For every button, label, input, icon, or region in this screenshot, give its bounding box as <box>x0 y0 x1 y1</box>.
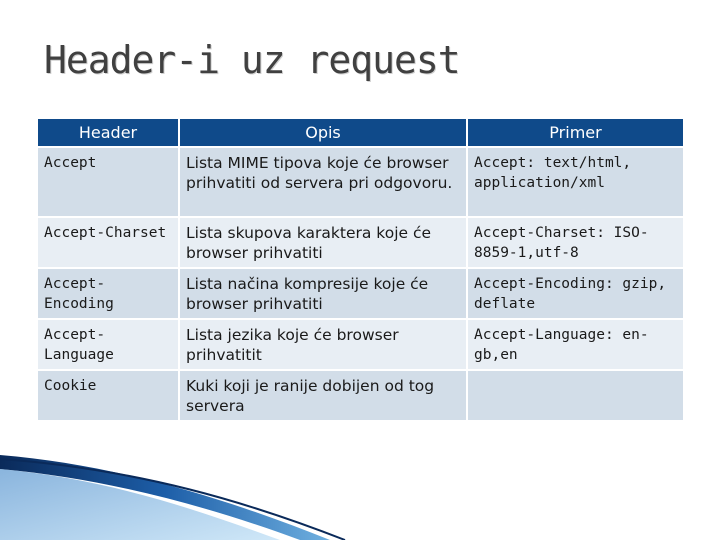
column-header-opis: Opis <box>178 117 468 148</box>
header-name-cell: Accept-Charset <box>36 216 180 269</box>
table-header-row: Header Opis Primer <box>36 117 685 148</box>
example-cell: Accept-Encoding: gzip, deflate <box>466 267 685 320</box>
description-cell: Lista načina kompresije koje će browser … <box>178 267 468 320</box>
header-name-cell: Accept-Language <box>36 318 180 371</box>
example-cell: Accept: text/html, application/xml <box>466 146 685 218</box>
example-cell <box>466 369 685 422</box>
column-header-primer: Primer <box>466 117 685 148</box>
wave-dark-band <box>0 455 330 540</box>
column-header-header: Header <box>36 117 180 148</box>
table-row: Accept-Language Lista jezika koje će bro… <box>36 318 685 371</box>
description-cell: Lista MIME tipova koje će browser prihva… <box>178 146 468 218</box>
table-row: Cookie Kuki koji je ranije dobijen od to… <box>36 369 685 422</box>
decorative-wave-graphic <box>0 455 346 540</box>
wave-light-band <box>0 469 280 540</box>
example-cell: Accept-Language: en-gb,en <box>466 318 685 371</box>
header-name-cell: Accept <box>36 146 180 218</box>
table-row: Accept-Charset Lista skupova karaktera k… <box>36 216 685 269</box>
header-name-cell: Accept-Encoding <box>36 267 180 320</box>
example-cell: Accept-Charset: ISO-8859-1,utf-8 <box>466 216 685 269</box>
table-row: Accept Lista MIME tipova koje će browser… <box>36 146 685 218</box>
table-row: Accept-Encoding Lista načina kompresije … <box>36 267 685 320</box>
wave-line <box>0 458 346 540</box>
description-cell: Lista skupova karaktera koje će browser … <box>178 216 468 269</box>
description-cell: Kuki koji je ranije dobijen od tog serve… <box>178 369 468 422</box>
header-name-cell: Cookie <box>36 369 180 422</box>
description-cell: Lista jezika koje će browser prihvatitit <box>178 318 468 371</box>
slide-title: Header-i uz request <box>44 38 461 82</box>
request-headers-table: Header Opis Primer Accept Lista MIME tip… <box>36 117 685 422</box>
